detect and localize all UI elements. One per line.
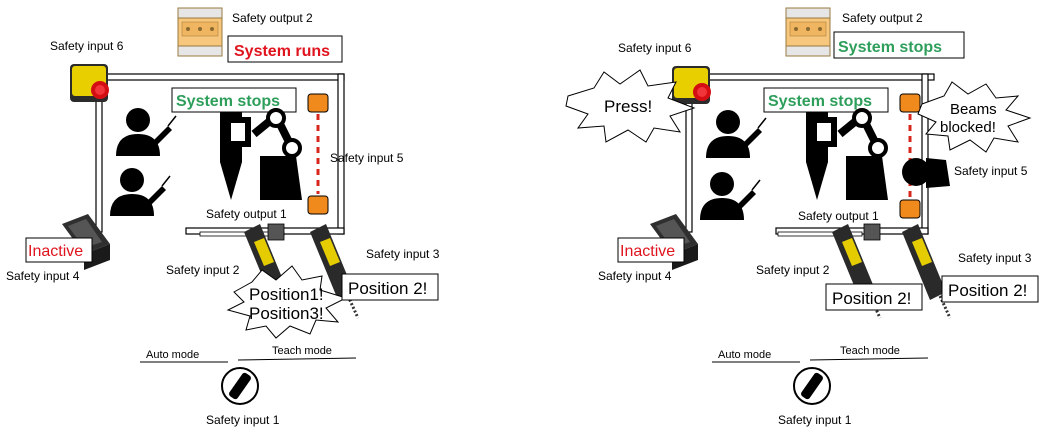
- left-position-a-line1: Position1!: [249, 285, 324, 304]
- left-relay-icon: [177, 7, 223, 57]
- left-operator-icon: [109, 167, 171, 217]
- right-beams-line1: Beams: [950, 101, 997, 118]
- left-cell-status-box: [171, 87, 297, 113]
- right-press-callout: [565, 69, 696, 143]
- right-operator-icon: [699, 171, 761, 221]
- right-emergency-stop-icon: [672, 66, 711, 104]
- right-panel: Safety output 2 System stops Safety inpu…: [565, 7, 1039, 427]
- right-safety-input-1-label: Safety input 1: [778, 413, 852, 427]
- left-output-2-status: System runs: [234, 43, 330, 60]
- right-teach-mode-label: Teach mode: [840, 345, 900, 357]
- right-position-a-box: [825, 283, 923, 311]
- right-safety-output-1-label: Safety output 1: [798, 209, 879, 223]
- left-cell-fence: [95, 73, 345, 241]
- right-position-b: Position 2!: [948, 281, 1027, 300]
- right-beams-callout: [917, 81, 1032, 153]
- right-position-b-box: [941, 275, 1039, 303]
- right-safety-input-3-label: Safety input 3: [958, 251, 1032, 265]
- right-cell-status: System stops: [768, 93, 872, 110]
- left-panel: Safety output 2 System runs Safety input…: [6, 7, 440, 427]
- left-output-2-status-box: [227, 35, 343, 63]
- left-position-a-line2: Position3!: [249, 304, 324, 323]
- left-cell-status: System stops: [176, 93, 280, 110]
- right-inactive-label: Inactive: [620, 243, 675, 260]
- right-press-label: Press!: [604, 97, 652, 116]
- left-inactive-label: Inactive: [28, 243, 83, 260]
- left-teach-mode-line: [237, 357, 357, 361]
- left-safety-output-2-label: Safety output 2: [232, 11, 313, 25]
- right-safety-output-2-label: Safety output 2: [842, 11, 923, 25]
- right-teach-mode-line: [809, 357, 929, 361]
- left-light-curtain-icon: [307, 93, 329, 215]
- right-inactive-box: [617, 237, 685, 263]
- left-position-b-box: [341, 273, 439, 301]
- right-safety-input-5-label: Safety input 5: [954, 164, 1028, 178]
- right-safety-input-6-label: Safety input 6: [618, 41, 692, 55]
- right-output-2-status: System stops: [838, 39, 942, 56]
- left-robot-arm-icon: [220, 110, 302, 200]
- right-intruder-operator-icon: [902, 158, 950, 188]
- right-auto-mode-label: Auto mode: [718, 349, 771, 361]
- left-position-callout: [226, 265, 348, 339]
- left-operator-icon: [115, 107, 177, 157]
- left-emergency-stop-icon: [70, 64, 109, 102]
- left-safety-input-1-label: Safety input 1: [206, 413, 280, 427]
- left-position-b: Position 2!: [348, 279, 427, 298]
- left-mode-selector-icon: [221, 367, 259, 405]
- left-safety-input-6-label: Safety input 6: [50, 39, 124, 53]
- left-teach-mode-label: Teach mode: [272, 345, 332, 357]
- right-position-a: Position 2!: [832, 289, 911, 308]
- right-safety-input-4-label: Safety input 4: [598, 269, 672, 283]
- left-safety-input-5-label: Safety input 5: [330, 151, 404, 165]
- right-mode-selector-icon: [793, 367, 831, 405]
- right-light-curtain-icon: [899, 93, 921, 219]
- left-safety-input-4-label: Safety input 4: [6, 269, 80, 283]
- right-cell-status-box: [763, 87, 889, 113]
- left-safety-input-2-label: Safety input 2: [166, 263, 240, 277]
- right-relay-icon: [785, 7, 831, 57]
- left-auto-mode-label: Auto mode: [146, 349, 199, 361]
- right-output-2-status-box: [833, 31, 965, 59]
- right-operator-icon: [705, 109, 767, 159]
- left-safety-input-3-label: Safety input 3: [366, 247, 440, 261]
- left-inactive-box: [25, 237, 93, 263]
- right-robot-arm-icon: [806, 110, 888, 200]
- right-safety-input-2-label: Safety input 2: [756, 263, 830, 277]
- right-beams-line2: blocked!: [940, 119, 996, 136]
- left-safety-output-1-label: Safety output 1: [206, 207, 287, 221]
